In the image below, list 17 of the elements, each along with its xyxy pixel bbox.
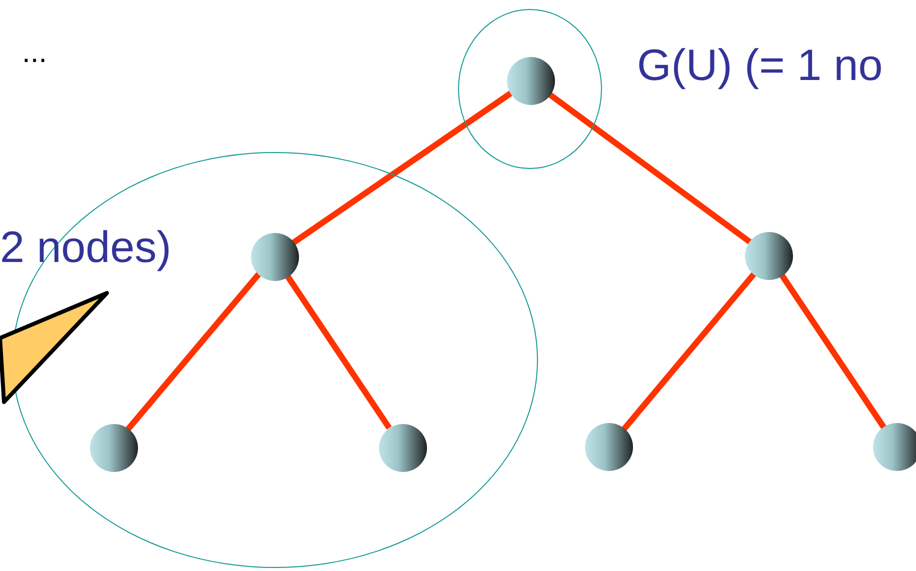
tree-node: [585, 423, 633, 471]
tree-node: [745, 232, 793, 280]
tree-node: [379, 424, 427, 472]
tree-edge: [546, 91, 752, 245]
callout-pointer: [0, 290, 110, 404]
tree-edge: [779, 273, 887, 430]
tree-edge: [291, 90, 513, 246]
tree-edge: [284, 273, 392, 430]
tree-edge: [621, 272, 757, 432]
subtree-ellipse: [458, 9, 602, 169]
annotation-text: G(U) (= 1 no: [637, 44, 883, 88]
annotation-text: ...: [22, 38, 48, 68]
tree-node: [507, 57, 555, 105]
tree-edge: [126, 272, 262, 432]
tree-node: [251, 233, 299, 281]
tree-node: [873, 423, 916, 471]
tree-node: [90, 424, 138, 472]
